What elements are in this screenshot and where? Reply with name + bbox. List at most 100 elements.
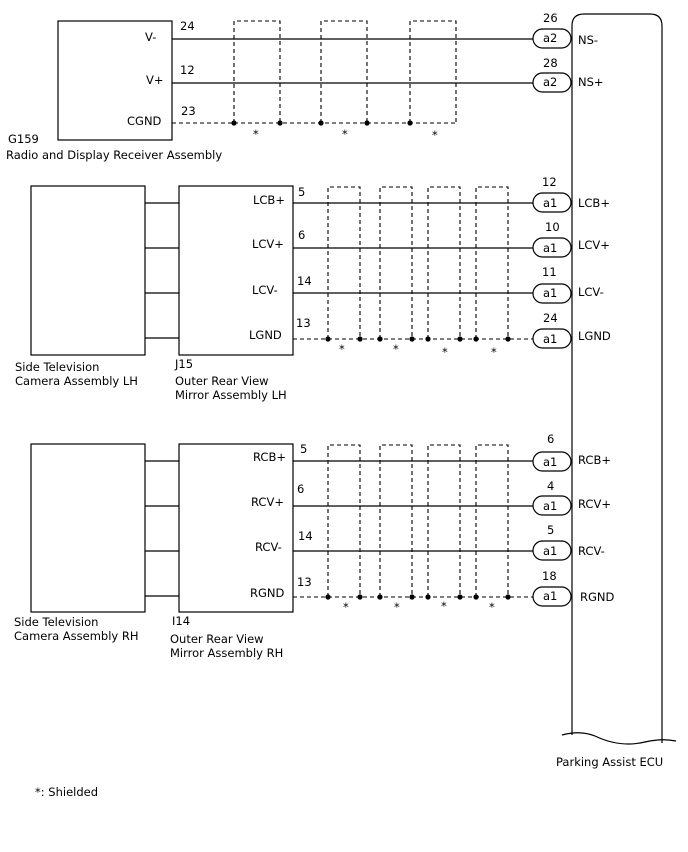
rh-pin-label: RCB+ xyxy=(253,450,286,464)
rh-pin-number: 6 xyxy=(297,482,304,496)
shield-junction-dot xyxy=(231,120,237,126)
lh-pin-label: LCV+ xyxy=(252,237,284,251)
shield-junction-dot xyxy=(409,594,415,600)
shield-mark: * xyxy=(339,342,345,356)
shield-mark: * xyxy=(489,600,495,614)
shield-loop xyxy=(475,444,509,597)
shield-junction-dot xyxy=(473,336,479,342)
ecu-pin-number: 26 xyxy=(543,11,558,25)
ecu-connector-pill xyxy=(532,451,572,472)
g159-pin-number: 23 xyxy=(181,104,196,118)
shield-junction-dot xyxy=(425,336,431,342)
ecu-pin-number: 28 xyxy=(543,56,558,70)
shield-junction-dot xyxy=(325,336,331,342)
g159-pin-label: V+ xyxy=(146,73,164,87)
rh-pin-number: 13 xyxy=(297,575,312,589)
shield-mark: * xyxy=(442,345,448,359)
lh-pin-number: 13 xyxy=(296,316,311,330)
g159-pin-number: 24 xyxy=(180,19,195,33)
ecu-connector-pill xyxy=(532,72,572,93)
lh-pin-number: 5 xyxy=(298,185,305,199)
shield-junction-dot xyxy=(277,120,283,126)
shield-loop xyxy=(427,444,461,597)
ecu-connector-id: a1 xyxy=(543,241,557,255)
ecu-connector-id: a1 xyxy=(543,455,557,469)
ecu-pin-label: LGND xyxy=(578,329,611,343)
shield-junction-dot xyxy=(357,594,363,600)
ecu-pin-number: 11 xyxy=(542,265,557,279)
ecu-connector-id: a1 xyxy=(543,544,557,558)
ecu-pin-label: NS+ xyxy=(578,75,604,89)
g159-pin-label: V- xyxy=(145,30,156,44)
ecu-pin-label: RCV- xyxy=(578,544,605,558)
ecu-connector-pill xyxy=(532,328,572,349)
ecu-connector-pill xyxy=(532,540,572,561)
g159-pin-label: CGND xyxy=(127,114,162,128)
rh-pin-number: 14 xyxy=(298,529,313,543)
lh-mirror-name: Outer Rear View xyxy=(175,374,269,388)
ecu-pin-number: 12 xyxy=(542,175,557,189)
g159-box xyxy=(57,20,173,141)
lh-mirror-name: Mirror Assembly LH xyxy=(175,388,287,402)
lh-pin-label: LCB+ xyxy=(253,193,285,207)
shield-mark: * xyxy=(393,342,399,356)
ecu-name: Parking Assist ECU xyxy=(556,755,663,769)
shield-mark: * xyxy=(343,600,349,614)
shield-mark: * xyxy=(491,345,497,359)
rh-mirror-box xyxy=(178,443,294,613)
lh-camera-name: Camera Assembly LH xyxy=(15,374,138,388)
ecu-pin-label: RCB+ xyxy=(578,453,611,467)
ecu-connector-pill xyxy=(532,28,572,49)
lh-mirror-box xyxy=(178,185,294,356)
rh-pin-label: RCV+ xyxy=(251,495,284,509)
ecu-connector-pill xyxy=(532,237,572,258)
rh-mirror-code: I14 xyxy=(172,614,190,628)
lh-camera-name: Side Television xyxy=(15,360,99,374)
shield-junction-dot xyxy=(425,594,431,600)
shield-group-top: * * * xyxy=(231,20,457,142)
shield-junction-dot xyxy=(325,594,331,600)
shield-loop xyxy=(409,20,457,123)
rh-camera-name: Camera Assembly RH xyxy=(14,629,139,643)
shield-mark: * xyxy=(441,599,447,613)
lh-camera-box xyxy=(30,185,146,356)
shield-junction-dot xyxy=(377,336,383,342)
ecu-connector-id: a1 xyxy=(543,286,557,300)
ecu-connector-pill xyxy=(532,283,572,304)
ecu-connector-id: a2 xyxy=(543,31,557,45)
shield-mark: * xyxy=(394,600,400,614)
shield-mark: * xyxy=(253,127,259,141)
rh-pin-label: RCV- xyxy=(255,540,282,554)
shield-junction-dot xyxy=(407,120,413,126)
ecu-pin-label: RGND xyxy=(580,590,615,604)
shield-group-rh: * * * * xyxy=(325,444,511,614)
shield-junction-dot xyxy=(318,120,324,126)
lh-pin-number: 14 xyxy=(297,274,312,288)
shield-loop xyxy=(327,186,361,339)
legend-shielded: *: Shielded xyxy=(35,785,98,799)
shield-junction-dot xyxy=(473,594,479,600)
ecu-pin-label: RCV+ xyxy=(578,497,611,511)
shield-junction-dot xyxy=(409,336,415,342)
ecu-connector-id: a1 xyxy=(543,499,557,513)
g159-name: Radio and Display Receiver Assembly xyxy=(6,148,222,162)
shield-junction-dot xyxy=(364,120,370,126)
shield-loop xyxy=(233,20,281,123)
ecu-body xyxy=(571,13,663,743)
shield-loop xyxy=(475,186,509,339)
ecu-pin-label: NS- xyxy=(578,33,598,47)
ecu-pin-label: LCB+ xyxy=(578,196,610,210)
shield-mark: * xyxy=(432,128,438,142)
shield-loop xyxy=(320,20,368,123)
lh-pin-label: LCV- xyxy=(252,283,278,297)
g159-pin-number: 12 xyxy=(180,63,195,77)
ecu-connector-id: a1 xyxy=(543,589,557,603)
shield-junction-dot xyxy=(357,336,363,342)
ecu-pin-number: 24 xyxy=(543,311,558,325)
shield-loop xyxy=(379,444,413,597)
shield-mark: * xyxy=(342,127,348,141)
rh-pin-number: 5 xyxy=(300,442,307,456)
rh-camera-name: Side Television xyxy=(14,615,98,629)
rh-mirror-name: Mirror Assembly RH xyxy=(170,646,283,660)
